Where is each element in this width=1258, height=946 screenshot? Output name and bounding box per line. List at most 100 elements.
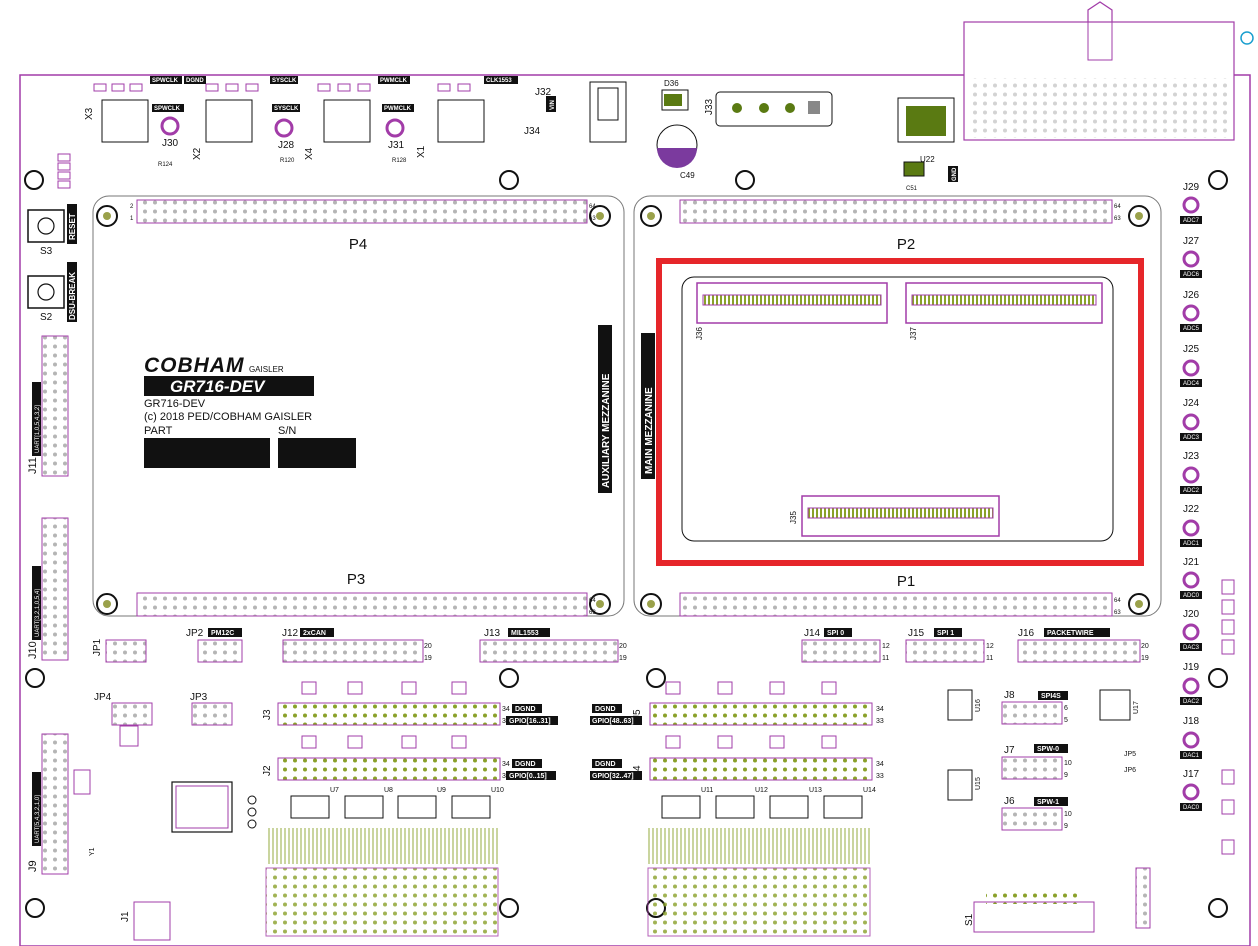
board-label: ADC3: [1183, 435, 1200, 441]
board-label: 64: [1114, 204, 1121, 210]
board-label: J25: [1183, 344, 1200, 355]
board-label: UART[5,4,3,2,1,0]: [35, 795, 41, 843]
board-label: C49: [680, 171, 695, 180]
board-label: J11: [27, 457, 39, 474]
board-label: J32: [535, 87, 552, 98]
board-label: ADC0: [1183, 593, 1200, 599]
board-label: 33: [876, 773, 884, 780]
header-p2: [679, 199, 1113, 224]
header-j10: [41, 517, 69, 661]
board-label: J18: [1183, 716, 1200, 727]
board-label: 1: [130, 216, 134, 222]
p2-label: P2: [897, 236, 915, 253]
board-label: ADC7: [1183, 218, 1200, 224]
board-label: J10: [27, 641, 39, 659]
board-label: J19: [1183, 662, 1200, 673]
board-label: X3: [84, 107, 95, 120]
board-label: ADC4: [1183, 381, 1200, 387]
highlight-box: [656, 258, 1144, 566]
board-label: DGND: [515, 706, 536, 713]
board-label: J15: [908, 628, 925, 639]
part-field: [144, 438, 270, 468]
board-label: S3: [40, 246, 53, 257]
board-label: 33: [502, 718, 510, 725]
board-label: SPWCLK: [154, 106, 181, 112]
board-label: UART[3,2,1,0,5,4]: [35, 589, 41, 637]
board-label: PACKETWIRE: [1047, 630, 1094, 637]
board-label: J1: [120, 911, 131, 922]
board-label: GPIO[16..31]: [509, 718, 551, 725]
board-label: J34: [524, 126, 541, 137]
board-label: J4: [632, 765, 643, 776]
board-label: 34: [876, 761, 884, 768]
board-label: U12: [755, 787, 768, 794]
board-label: J28: [278, 140, 295, 151]
board-label: DAC3: [1183, 645, 1200, 651]
board-label: PM12C: [211, 630, 234, 637]
board-label: DAC2: [1183, 699, 1200, 705]
board-label: J14: [804, 628, 821, 639]
board-label: GPIO[48..63]: [592, 718, 634, 725]
header-j11: [41, 335, 69, 477]
brand-name: COBHAM: [144, 354, 245, 377]
board-label: J8: [1004, 690, 1015, 701]
board-label: 10: [1064, 811, 1072, 818]
model-label: GR716-DEV: [144, 376, 314, 396]
board-label: DGND: [186, 78, 204, 84]
board-label: 11: [986, 655, 993, 662]
board-label: U8: [384, 787, 393, 794]
board-label: JP3: [190, 692, 208, 703]
p1-label: P1: [897, 573, 915, 590]
board-label: SYSCLK: [274, 106, 299, 112]
board-label: DGND: [595, 761, 616, 768]
board-label: J33: [704, 98, 715, 115]
header-p1: [679, 592, 1113, 617]
brand-logo: COBHAM GAISLER: [144, 354, 284, 378]
board-label: GPIO[32..47]: [592, 773, 634, 780]
board-label: SPI 0: [827, 630, 844, 637]
board-label: U15: [975, 777, 982, 790]
board-label: 9: [1064, 823, 1068, 830]
board-label: J13: [484, 628, 501, 639]
brand-sub: GAISLER: [248, 365, 284, 374]
part-label: PART: [144, 425, 173, 437]
sn-field: [278, 438, 356, 468]
board-label: J29: [1183, 182, 1200, 193]
aux-mezzanine-tag: AUXILIARY MEZZANINE: [598, 325, 612, 493]
board-label: DAC0: [1183, 805, 1200, 811]
board-label: U17: [1133, 701, 1140, 714]
board-label: U9: [437, 787, 446, 794]
board-label: JP4: [94, 692, 112, 703]
board-label: R128: [392, 158, 407, 164]
board-label: CLK1553: [486, 78, 512, 84]
board-label: SPI4S: [1041, 693, 1061, 700]
board-label: ADC6: [1183, 272, 1200, 278]
board-label: J20: [1183, 609, 1200, 620]
board-label: DAC1: [1183, 753, 1200, 759]
board-label: 63: [589, 610, 596, 616]
board-label: J26: [1183, 290, 1200, 301]
board-label: 63: [589, 216, 596, 222]
board-label: 10: [1064, 760, 1072, 767]
board-label: U13: [809, 787, 822, 794]
header-j9: [41, 733, 69, 875]
board-label: 11: [882, 655, 889, 662]
board-label: 5: [1064, 717, 1068, 724]
board-label: 20: [619, 643, 627, 650]
board-label: U22: [920, 155, 935, 164]
board-label: J3: [262, 709, 273, 720]
board-label: SPWCLK: [152, 78, 179, 84]
board-label: X2: [192, 147, 203, 160]
board-label: J22: [1183, 504, 1200, 515]
board-label: 34: [876, 706, 884, 713]
board-label: 64: [589, 598, 596, 604]
board-label: J30: [162, 138, 179, 149]
board-label: J6: [1004, 796, 1015, 807]
board-label: GPIO[0..15]: [509, 773, 547, 780]
board-label: U10: [491, 787, 504, 794]
board-label: DSU-BREAK: [68, 272, 77, 320]
board-label: 12: [882, 643, 890, 650]
j35-label: J35: [789, 511, 798, 524]
board-label: RESET: [68, 213, 77, 240]
